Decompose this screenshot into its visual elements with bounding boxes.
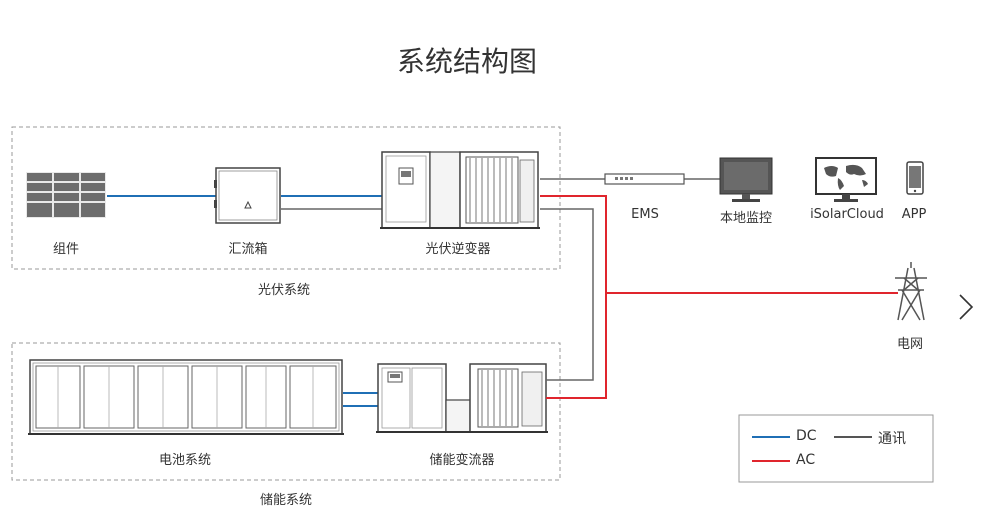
- local-monitor-label: 本地监控: [719, 211, 773, 226]
- next-arrow-button[interactable]: [950, 292, 980, 322]
- modules-label: 组件: [52, 242, 80, 257]
- app-label: APP: [901, 207, 927, 222]
- phone-icon: [906, 161, 924, 195]
- diagram-title: 系统结构图: [396, 45, 537, 78]
- pv-system-label: 光伏系统: [257, 283, 311, 298]
- legend-box: [738, 414, 934, 483]
- grid-tower-icon: [895, 262, 927, 321]
- legend-dc-label: DC: [796, 428, 817, 444]
- pv-inverter-icon: [380, 151, 540, 229]
- battery-cabinet-icon: [28, 359, 344, 435]
- ac-line: [540, 195, 607, 399]
- comm-line: [540, 208, 594, 381]
- storage-system-box: [11, 342, 561, 481]
- isolarcloud-monitor-icon: [815, 157, 877, 202]
- pcs-icon: [376, 363, 548, 433]
- legend-ac-label: AC: [796, 452, 816, 468]
- pcs-label: 储能变流器: [429, 453, 495, 468]
- legend-comm-label: 通讯: [878, 431, 906, 447]
- ems-label: EMS: [631, 207, 659, 222]
- ems-icon: [604, 173, 685, 185]
- legend: [738, 414, 934, 483]
- battery-system-label: 电池系统: [158, 453, 212, 468]
- combiner-box-label: 汇流箱: [228, 242, 268, 257]
- pv-inverter-label: 光伏逆变器: [425, 242, 491, 257]
- grid-label: 电网: [896, 337, 924, 352]
- pv-system-box: [11, 126, 561, 270]
- pv-module-icon: [26, 172, 106, 218]
- combiner-box-icon: [214, 167, 281, 224]
- monitor-icon: [719, 157, 773, 202]
- storage-system-label: 储能系统: [259, 493, 313, 508]
- isolarcloud-label: iSolarCloud: [810, 207, 884, 222]
- chevron-right-icon: [959, 294, 974, 320]
